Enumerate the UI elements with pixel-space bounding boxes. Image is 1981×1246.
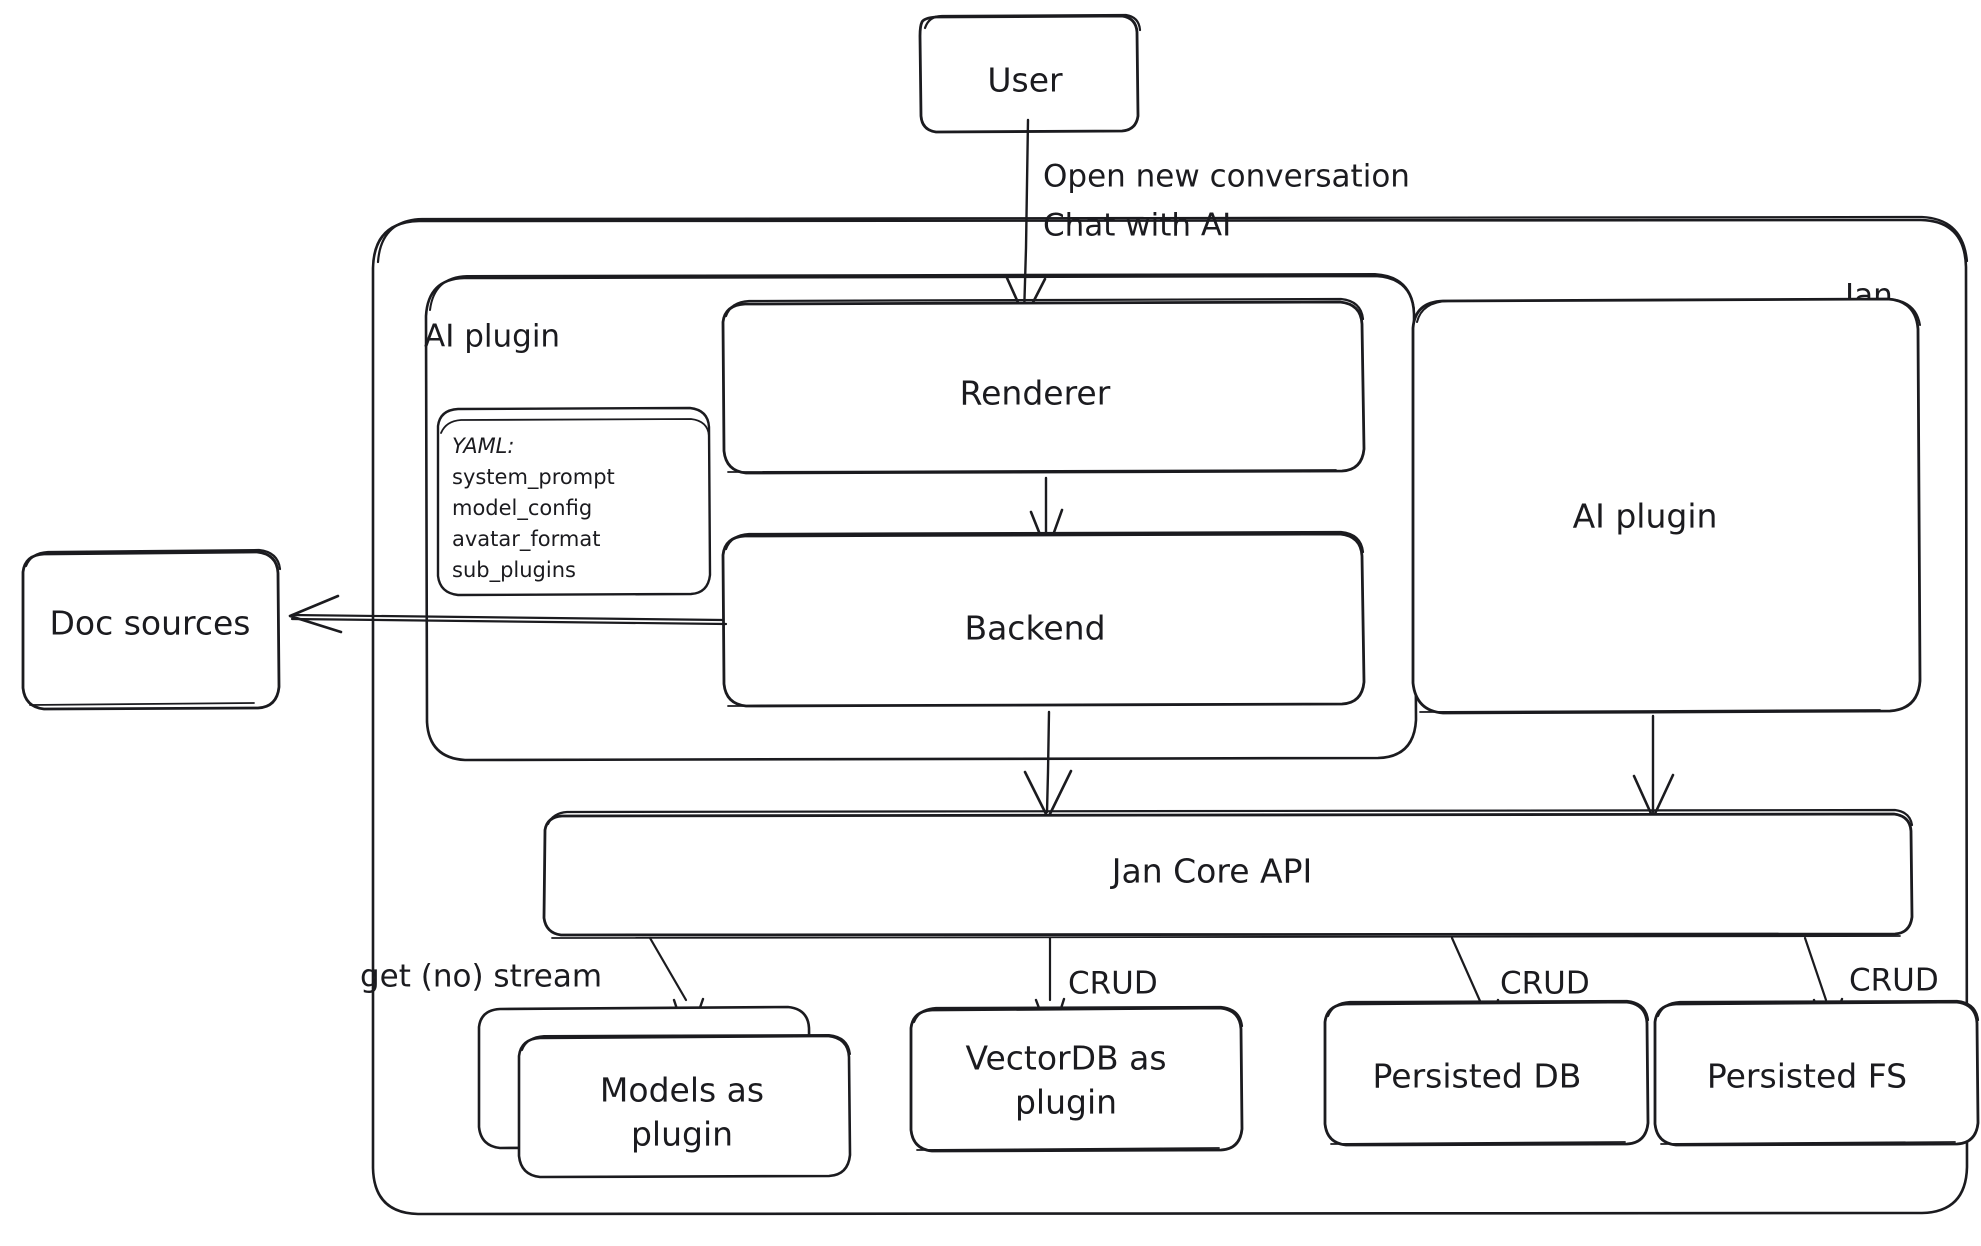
node-doc-sources-label: Doc sources bbox=[49, 604, 250, 643]
group-ai-plugin-label: AI plugin bbox=[424, 319, 560, 355]
edge-user-to-renderer-label-line2: Chat with AI bbox=[1043, 208, 1231, 244]
node-ai-plugin-box-label: AI plugin bbox=[1573, 497, 1718, 536]
card-yaml-key-2: avatar_format bbox=[452, 527, 600, 552]
edge-core-to-vectordb: CRUD bbox=[1034, 936, 1158, 1042]
node-vectordb-label-line1: VectorDB as bbox=[965, 1039, 1166, 1078]
edge-core-to-models: get (no) stream bbox=[360, 936, 705, 1044]
node-user-label: User bbox=[987, 61, 1063, 100]
card-yaml-config: YAML: system_prompt model_config avatar_… bbox=[436, 406, 712, 597]
node-user[interactable]: User bbox=[918, 13, 1142, 134]
node-models[interactable]: Models as plugin bbox=[477, 1005, 852, 1179]
edge-backend-to-doc-sources bbox=[288, 594, 728, 634]
node-backend[interactable]: Backend bbox=[721, 530, 1366, 708]
node-renderer[interactable]: Renderer bbox=[721, 297, 1366, 475]
node-jan-core-api-label: Jan Core API bbox=[1110, 852, 1312, 891]
node-jan-core-api[interactable]: Jan Core API bbox=[542, 808, 1914, 939]
node-models-label-line2: plugin bbox=[631, 1115, 733, 1154]
node-persisted-db-label: Persisted DB bbox=[1373, 1057, 1582, 1096]
card-yaml-heading: YAML: bbox=[452, 434, 514, 458]
card-yaml-key-3: sub_plugins bbox=[452, 558, 576, 583]
node-doc-sources[interactable]: Doc sources bbox=[21, 548, 282, 711]
node-backend-label: Backend bbox=[964, 609, 1105, 648]
card-yaml-key-1: model_config bbox=[452, 496, 592, 521]
node-vectordb-label-line2: plugin bbox=[1015, 1083, 1117, 1122]
node-models-label-line1: Models as bbox=[600, 1071, 764, 1110]
edge-user-to-renderer-label-line1: Open new conversation bbox=[1043, 159, 1410, 195]
edge-core-to-vectordb-label: CRUD bbox=[1068, 966, 1158, 1002]
card-yaml-key-0: system_prompt bbox=[452, 465, 615, 490]
node-persisted-db[interactable]: Persisted DB bbox=[1323, 999, 1650, 1147]
node-persisted-fs[interactable]: Persisted FS bbox=[1653, 999, 1980, 1147]
edge-core-to-persisted-db-label: CRUD bbox=[1500, 966, 1590, 1002]
node-renderer-label: Renderer bbox=[960, 374, 1111, 413]
edge-core-to-persisted-fs-label: CRUD bbox=[1849, 963, 1939, 999]
node-vectordb[interactable]: VectorDB as plugin bbox=[909, 1005, 1244, 1153]
node-persisted-fs-label: Persisted FS bbox=[1707, 1057, 1907, 1096]
edge-core-to-persisted-db: CRUD bbox=[1450, 936, 1590, 1044]
edge-core-to-models-label: get (no) stream bbox=[360, 959, 602, 995]
edge-user-to-renderer: Open new conversation Chat with AI bbox=[1005, 118, 1410, 320]
node-ai-plugin-box[interactable]: AI plugin bbox=[1411, 297, 1922, 715]
